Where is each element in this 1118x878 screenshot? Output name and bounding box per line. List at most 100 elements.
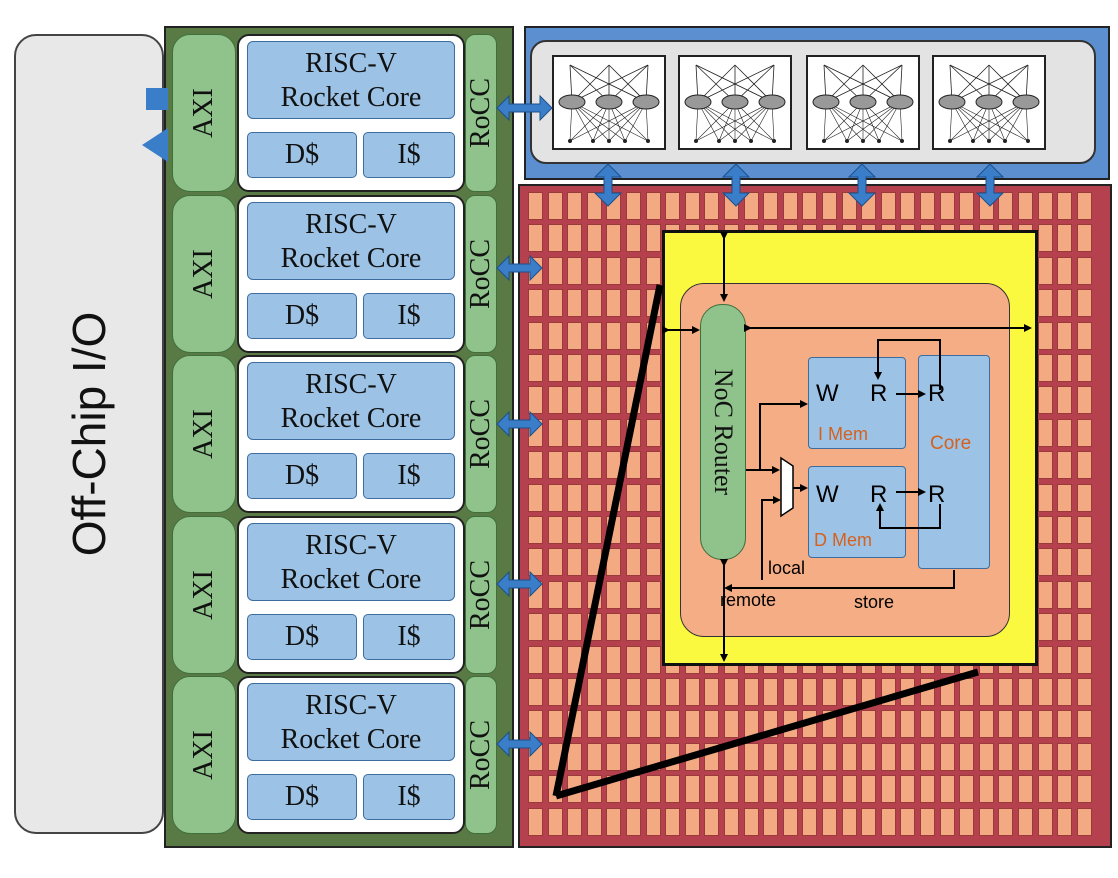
- manycore-tile: [900, 807, 916, 836]
- manycore-tile: [861, 807, 877, 836]
- manycore-tile: [645, 710, 661, 739]
- manycore-tile: [782, 678, 798, 706]
- interconnect-arrows: [142, 88, 1005, 758]
- manycore-tile: [606, 386, 622, 415]
- core-name-label: Rocket Core: [280, 82, 422, 113]
- manycore-tile: [1018, 678, 1033, 706]
- core-name-label: Rocket Core: [280, 564, 422, 595]
- tile-core: [918, 355, 990, 569]
- manycore-tile: [743, 742, 759, 771]
- manycore-tile: [920, 742, 935, 771]
- manycore-tile: [684, 775, 700, 804]
- instruction-cache: I$: [363, 293, 455, 339]
- manycore-tile: [1057, 321, 1073, 350]
- manycore-tile: [939, 192, 955, 220]
- manycore-tile: [1076, 548, 1092, 577]
- manycore-tile: [547, 224, 563, 253]
- dmem-write-port: W: [816, 481, 839, 508]
- manycore-tile: [1037, 678, 1053, 706]
- manycore-tile: [900, 192, 916, 220]
- manycore-tile: [1037, 580, 1053, 609]
- rocket-tile: RISC-V Rocket Core D$ I$: [237, 355, 465, 513]
- manycore-tile: [606, 321, 622, 350]
- core-name-label: Rocket Core: [280, 243, 422, 274]
- rocc-link-arrow: [496, 94, 553, 122]
- manycore-tile: [626, 548, 641, 577]
- axi-interface: AXI: [172, 676, 236, 834]
- dmem-label: D Mem: [814, 530, 872, 550]
- manycore-tile: [567, 451, 583, 480]
- manycore-tile: [1037, 386, 1053, 415]
- core-name-label: Rocket Core: [280, 403, 422, 434]
- zoom-lines: [552, 284, 979, 800]
- manycore-tile: [586, 354, 602, 382]
- manycore-tile: [626, 678, 641, 706]
- manycore-tile: [920, 775, 935, 804]
- manycore-tile: [528, 386, 543, 415]
- manycore-tile: [1037, 710, 1053, 739]
- manycore-tile: [586, 710, 602, 739]
- manycore-tile: [1037, 516, 1053, 544]
- manycore-tile: [645, 386, 661, 415]
- manycore-tile: [1076, 192, 1092, 220]
- manycore-tile: [567, 321, 583, 350]
- manycore-tile: [998, 192, 1014, 220]
- manycore-tile: [547, 321, 563, 350]
- manycore-tile: [567, 289, 583, 318]
- manycore-tile: [998, 678, 1014, 706]
- manycore-tile: [606, 742, 622, 771]
- manycore-tile: [978, 710, 994, 739]
- manycore-tile: [1076, 289, 1092, 318]
- manycore-tile: [978, 807, 994, 836]
- accelerator-link-arrow: [593, 163, 623, 207]
- manycore-tile: [1076, 256, 1092, 285]
- imem-write-port: W: [816, 380, 839, 407]
- manycore-tile: [782, 192, 798, 220]
- manycore-tile: [1076, 807, 1092, 836]
- manycore-tile: [645, 645, 661, 674]
- manycore-tile: [626, 580, 641, 609]
- manycore-tile: [900, 710, 916, 739]
- manycore-tile: [586, 483, 602, 512]
- axi-interface: AXI: [172, 355, 236, 513]
- manycore-tile: [547, 580, 563, 609]
- manycore-tile: [528, 289, 543, 318]
- manycore-tile: [645, 483, 661, 512]
- rocc-interface: RoCC: [465, 195, 497, 353]
- manycore-tile: [724, 807, 739, 836]
- manycore-tile: [586, 321, 602, 350]
- manycore-tile: [1057, 289, 1073, 318]
- instruction-cache: I$: [363, 453, 455, 499]
- core-to-dmem-addr: [876, 503, 941, 529]
- manycore-tile: [547, 354, 563, 382]
- manycore-tile: [704, 807, 720, 836]
- manycore-tile: [939, 742, 955, 771]
- manycore-tile: [704, 710, 720, 739]
- manycore-tile: [1037, 807, 1053, 836]
- manycore-tile: [822, 742, 837, 771]
- manycore-tile: [684, 807, 700, 836]
- manycore-tile: [1037, 256, 1053, 285]
- manycore-tile: [547, 256, 563, 285]
- manycore-tile: [547, 451, 563, 480]
- instruction-cache: I$: [363, 614, 455, 660]
- manycore-tile: [665, 678, 681, 706]
- axi-interface: AXI: [172, 516, 236, 674]
- axi-interface: AXI: [172, 34, 236, 192]
- manycore-tile: [763, 192, 779, 220]
- manycore-tile: [1037, 613, 1053, 642]
- manycore-tile: [586, 516, 602, 544]
- manycore-tile: [802, 807, 818, 836]
- manycore-tile: [1018, 775, 1033, 804]
- manycore-tile: [900, 775, 916, 804]
- manycore-tile: [724, 710, 739, 739]
- manycore-tile: [606, 224, 622, 253]
- manycore-tile: [704, 678, 720, 706]
- manycore-tile: [1076, 742, 1092, 771]
- manycore-tile: [1076, 483, 1092, 512]
- zoom-line-left: [552, 284, 664, 797]
- core-to-router-remote: [724, 570, 955, 592]
- manycore-tile: [684, 710, 700, 739]
- manycore-tile: [528, 192, 543, 220]
- manycore-tile: [998, 775, 1014, 804]
